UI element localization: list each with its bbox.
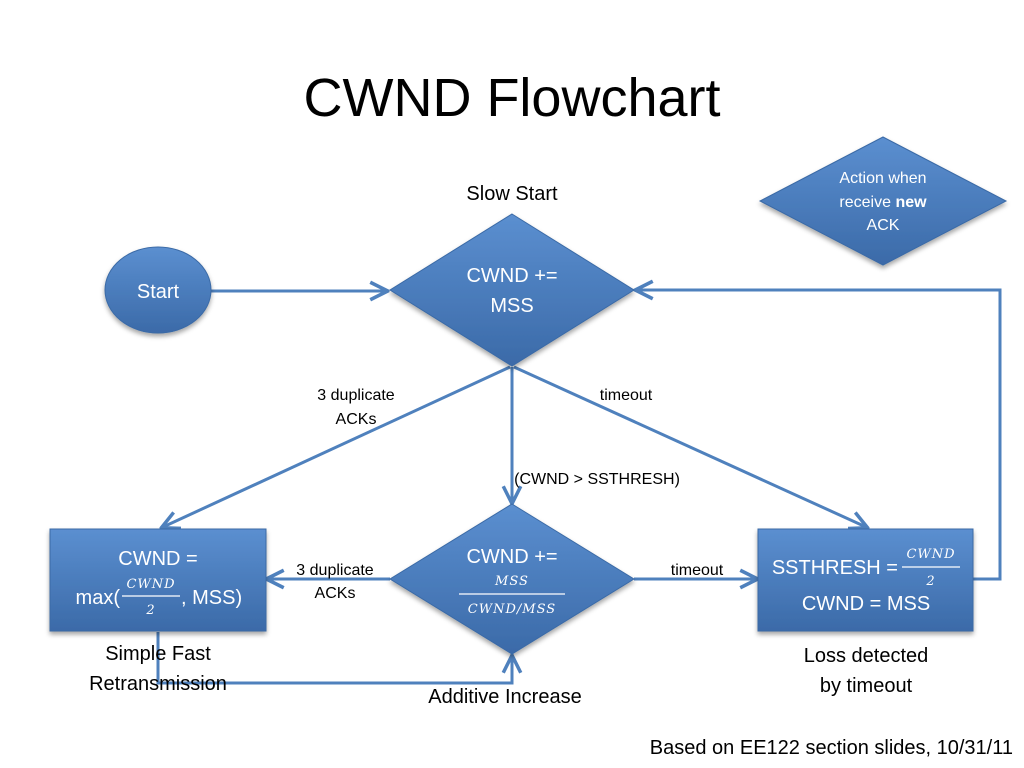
additive-diamond (389, 503, 635, 655)
fast-retx-caption-1: Simple Fast (105, 643, 211, 665)
timeout-prefix: SSTHRESH = (772, 557, 898, 579)
edge-timeout-to-slow-start (637, 290, 1002, 581)
fast-retx-line1: CWND = (118, 548, 197, 570)
timeout-line2: CWND = MSS (802, 593, 930, 615)
additive-frac-num: MSS (494, 574, 529, 589)
timeout-frac-den: 2 (925, 574, 935, 589)
additive-line1: CWND += (466, 546, 557, 568)
fast-retx-prefix: max( (76, 587, 121, 609)
start-label: Start (137, 281, 180, 303)
edge-label-dup-acks-mid-2: ACKs (315, 585, 356, 602)
timeout-caption-1: Loss detected (804, 645, 929, 667)
page-title: CWND Flowchart (303, 68, 720, 128)
fast-retx-suffix: , MSS) (181, 587, 242, 609)
slow-start-diamond (389, 213, 635, 367)
additive-frac-den: CWND/MSS (468, 602, 556, 617)
timeout-caption-2: by timeout (820, 675, 913, 697)
edge-slow-start-to-timeout (513, 365, 866, 527)
timeout-frac-num: CWND (906, 547, 955, 562)
fast-retx-frac-den: 2 (145, 603, 155, 618)
legend-line2-prefix: receive (839, 194, 895, 211)
edge-label-dup-acks-top-1: 3 duplicate (317, 387, 394, 404)
edge-label-dup-acks-mid-1: 3 duplicate (296, 562, 373, 579)
legend-line2: receive new (839, 194, 927, 211)
footer-credit: Based on EE122 section slides, 10/31/11 (650, 737, 1013, 759)
slow-start-caption: Slow Start (466, 183, 558, 205)
slow-start-line2: MSS (490, 295, 533, 317)
edges (156, 290, 1002, 685)
timeout-box (757, 528, 974, 632)
fast-retx-box (49, 528, 267, 632)
fast-retx-caption-2: Retransmission (89, 673, 227, 695)
fast-retx-frac-num: CWND (126, 577, 175, 592)
edge-fast-retx-to-additive (156, 632, 512, 685)
edge-label-timeout-top: timeout (600, 387, 653, 404)
edge-label-threshold: (CWND > SSTHRESH) (514, 471, 680, 488)
start-node (104, 246, 212, 334)
edge-label-dup-acks-top-2: ACKs (336, 411, 377, 428)
edge-slow-start-to-fast-retx (163, 365, 511, 527)
legend-line2-bold: new (895, 194, 927, 211)
edge-label-timeout-mid: timeout (671, 562, 724, 579)
legend-line1: Action when (839, 170, 926, 187)
slow-start-line1: CWND += (466, 265, 557, 287)
additive-caption: Additive Increase (428, 686, 581, 708)
legend-diamond (758, 136, 1008, 266)
legend-line3: ACK (867, 217, 900, 234)
